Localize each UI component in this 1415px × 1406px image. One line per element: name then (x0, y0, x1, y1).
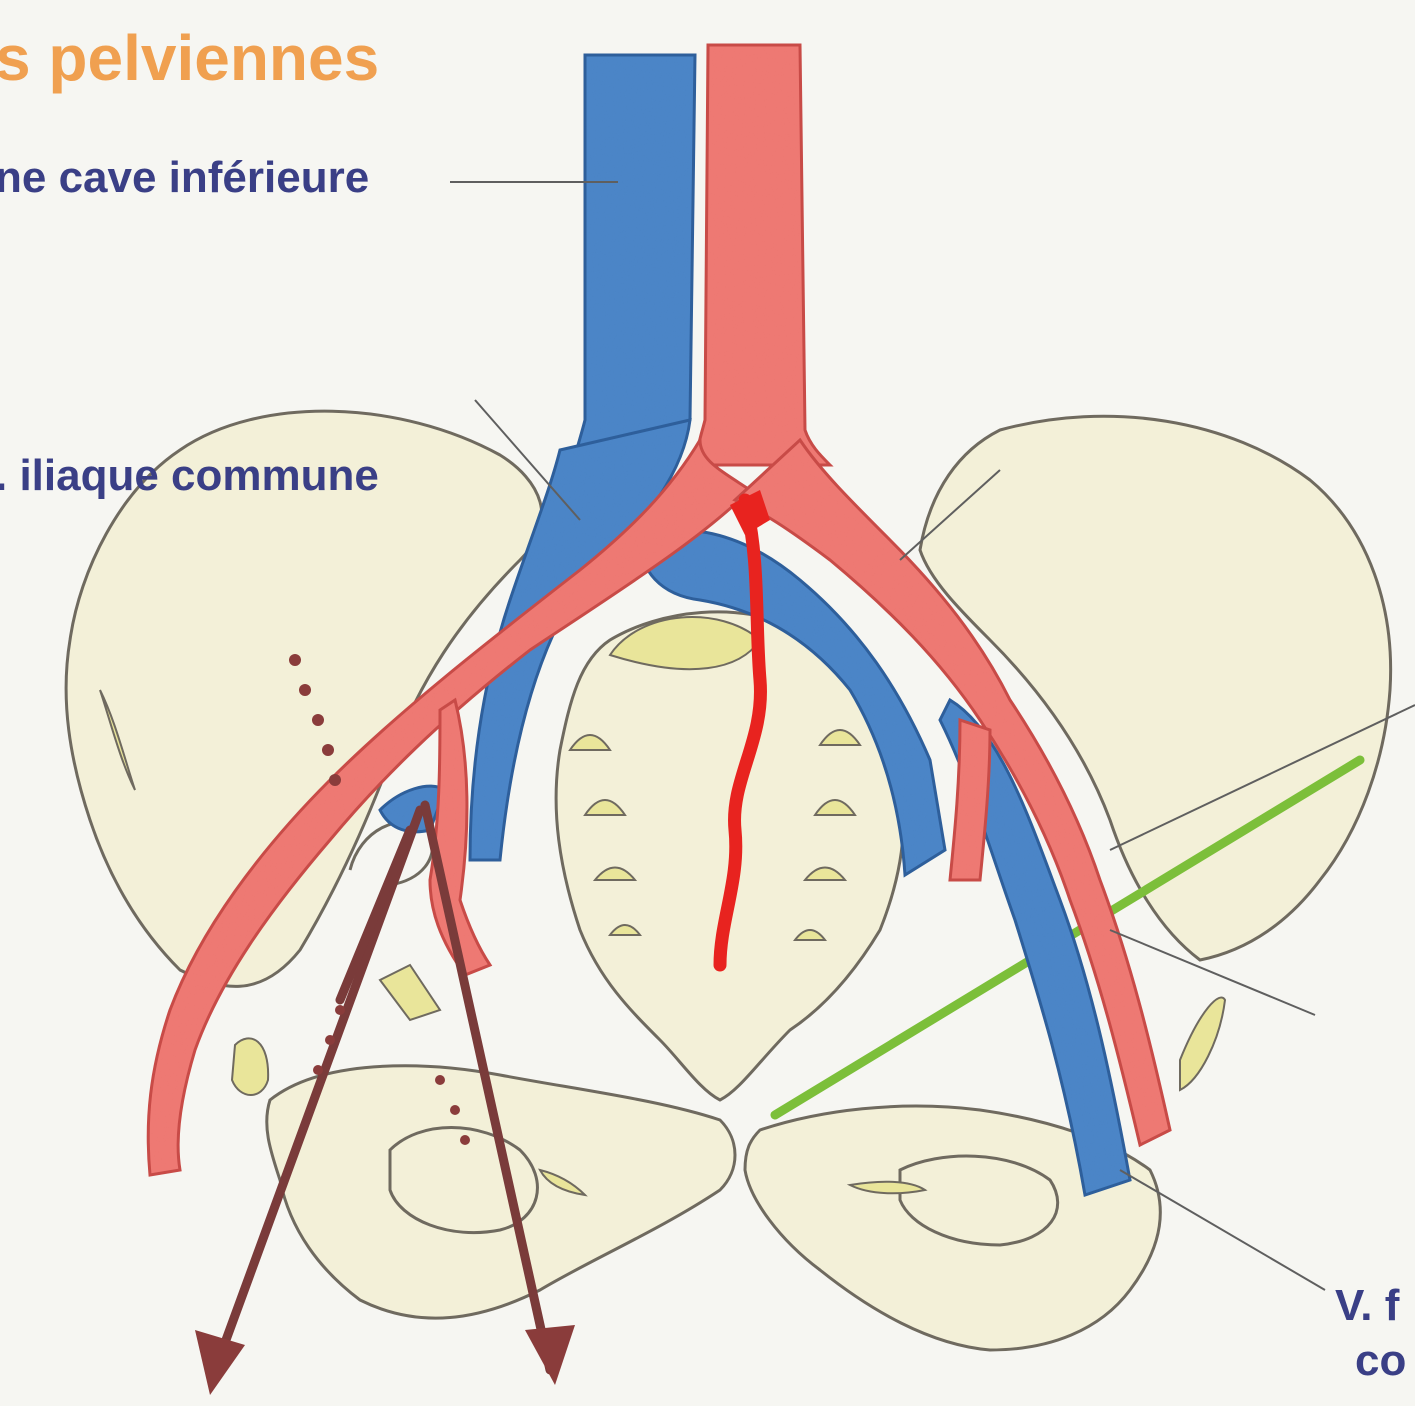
label-common-iliac: . iliaque commune (0, 451, 379, 500)
dot (450, 1105, 460, 1115)
dot (325, 1035, 335, 1045)
right-hip-highlight (232, 1038, 268, 1095)
dot (322, 744, 334, 756)
dot (289, 654, 301, 666)
dot (299, 684, 311, 696)
dot (460, 1135, 470, 1145)
label-inferior-vena-cava: ne cave inférieure (0, 153, 369, 202)
dot (335, 1005, 345, 1015)
diagram-title: s pelviennes (0, 22, 379, 94)
label-femoral-line2: co (1355, 1336, 1406, 1385)
dot (435, 1075, 445, 1085)
dot (312, 714, 324, 726)
dot (329, 774, 341, 786)
dot (313, 1065, 323, 1075)
label-femoral-line1: V. f (1335, 1281, 1400, 1330)
